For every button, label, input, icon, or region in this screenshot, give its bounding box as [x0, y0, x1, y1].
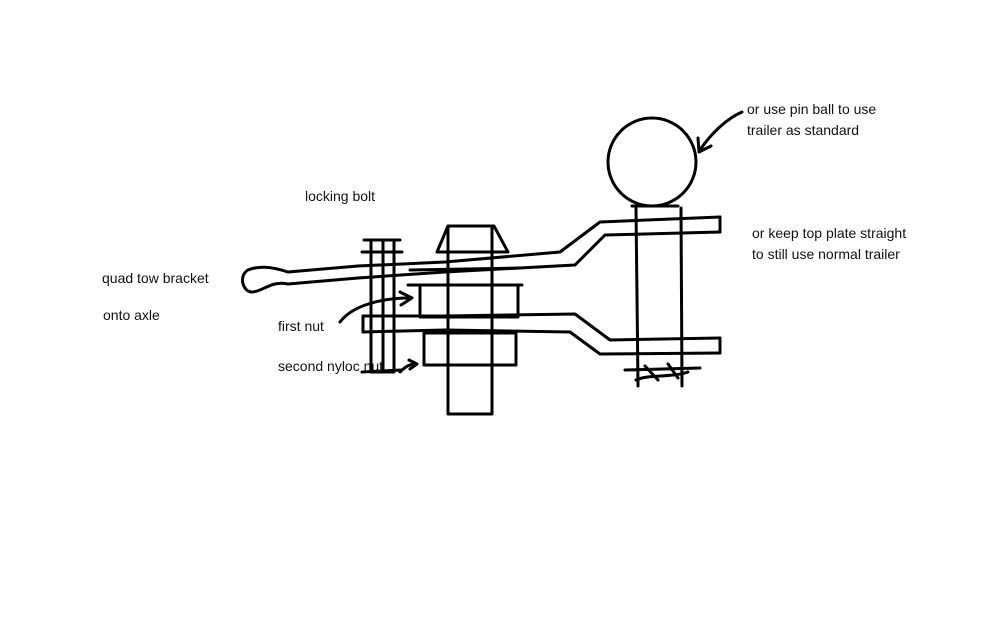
first-nut-arrow: [338, 296, 412, 324]
axle-bolt: [446, 224, 494, 416]
label-second-nyloc-nut: second nyloc nut: [278, 358, 384, 374]
pin-ball-arrow: [698, 110, 744, 152]
first-nut-upper: [408, 266, 522, 272]
lower-plate-bottom: [361, 328, 722, 356]
label-onto-axle: onto axle: [103, 307, 160, 323]
axle-bolt-head: [435, 224, 510, 254]
lower-plate-top: [361, 312, 722, 342]
pin-ball: [606, 116, 698, 208]
label-locking-bolt: locking bolt: [305, 188, 376, 204]
first-nut-arrowhead: [398, 290, 414, 307]
second-nut-arrowhead: [407, 358, 419, 371]
ball-shank-left: [634, 206, 640, 388]
pin-ball-arrowhead: [696, 136, 713, 154]
label-pin-ball-line2: trailer as standard: [747, 122, 860, 138]
ball-shank-nut: [623, 362, 702, 382]
bracket-bar-top: [286, 215, 722, 274]
label-top-plate-line1: or keep top plate straight: [752, 225, 907, 241]
label-quad-tow-bracket: quad tow bracket: [102, 270, 209, 286]
label-first-nut: first nut: [278, 318, 324, 334]
first-nut: [418, 283, 520, 319]
label-top-plate-line2: to still use normal trailer: [752, 246, 900, 262]
ball-shank-right: [679, 206, 684, 388]
label-pin-ball-line1: or use pin ball to use: [747, 101, 877, 117]
bracket-loop: [241, 265, 290, 294]
second-nyloc-nut: [422, 331, 518, 367]
